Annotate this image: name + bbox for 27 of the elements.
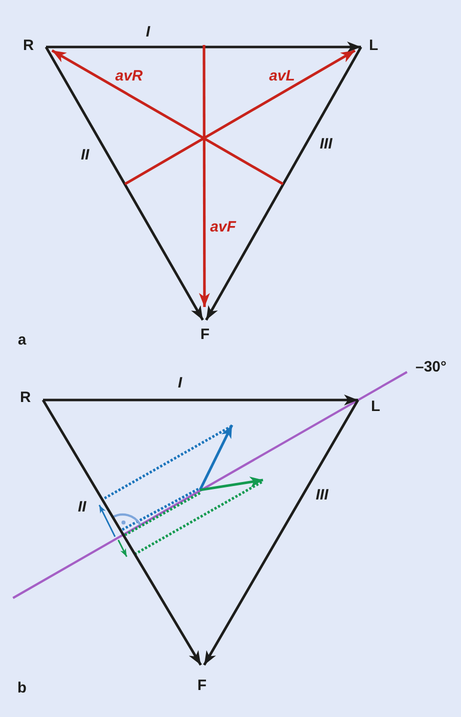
edge-label: avR — [115, 68, 143, 84]
vertex-label: F — [194, 320, 216, 346]
edge-label: III — [320, 136, 332, 152]
vertex-label: F — [191, 665, 213, 696]
arrow — [124, 49, 356, 186]
edge-label: avL — [269, 68, 295, 84]
edge-label: II — [80, 146, 90, 164]
edge-label: I — [178, 374, 182, 392]
vertex-label: L — [361, 36, 383, 56]
edge-label: III — [316, 486, 328, 504]
vertex-label: R — [20, 36, 46, 56]
arrow — [46, 42, 361, 52]
arrow — [198, 45, 210, 307]
arrow — [43, 394, 358, 406]
arrow — [44, 46, 204, 321]
edge-label: II — [78, 498, 86, 516]
panel-letter: a — [18, 332, 26, 348]
vertex-label: R — [16, 388, 43, 408]
panel-letter: b — [17, 680, 27, 696]
edge-label: avF — [210, 218, 236, 236]
angle-label: –30° — [415, 358, 447, 376]
vertex-label: L — [358, 397, 382, 417]
arrow — [42, 399, 202, 666]
arrow — [51, 49, 284, 186]
arrow — [205, 46, 362, 321]
arrow — [203, 399, 360, 666]
edge-label: I — [146, 24, 150, 40]
